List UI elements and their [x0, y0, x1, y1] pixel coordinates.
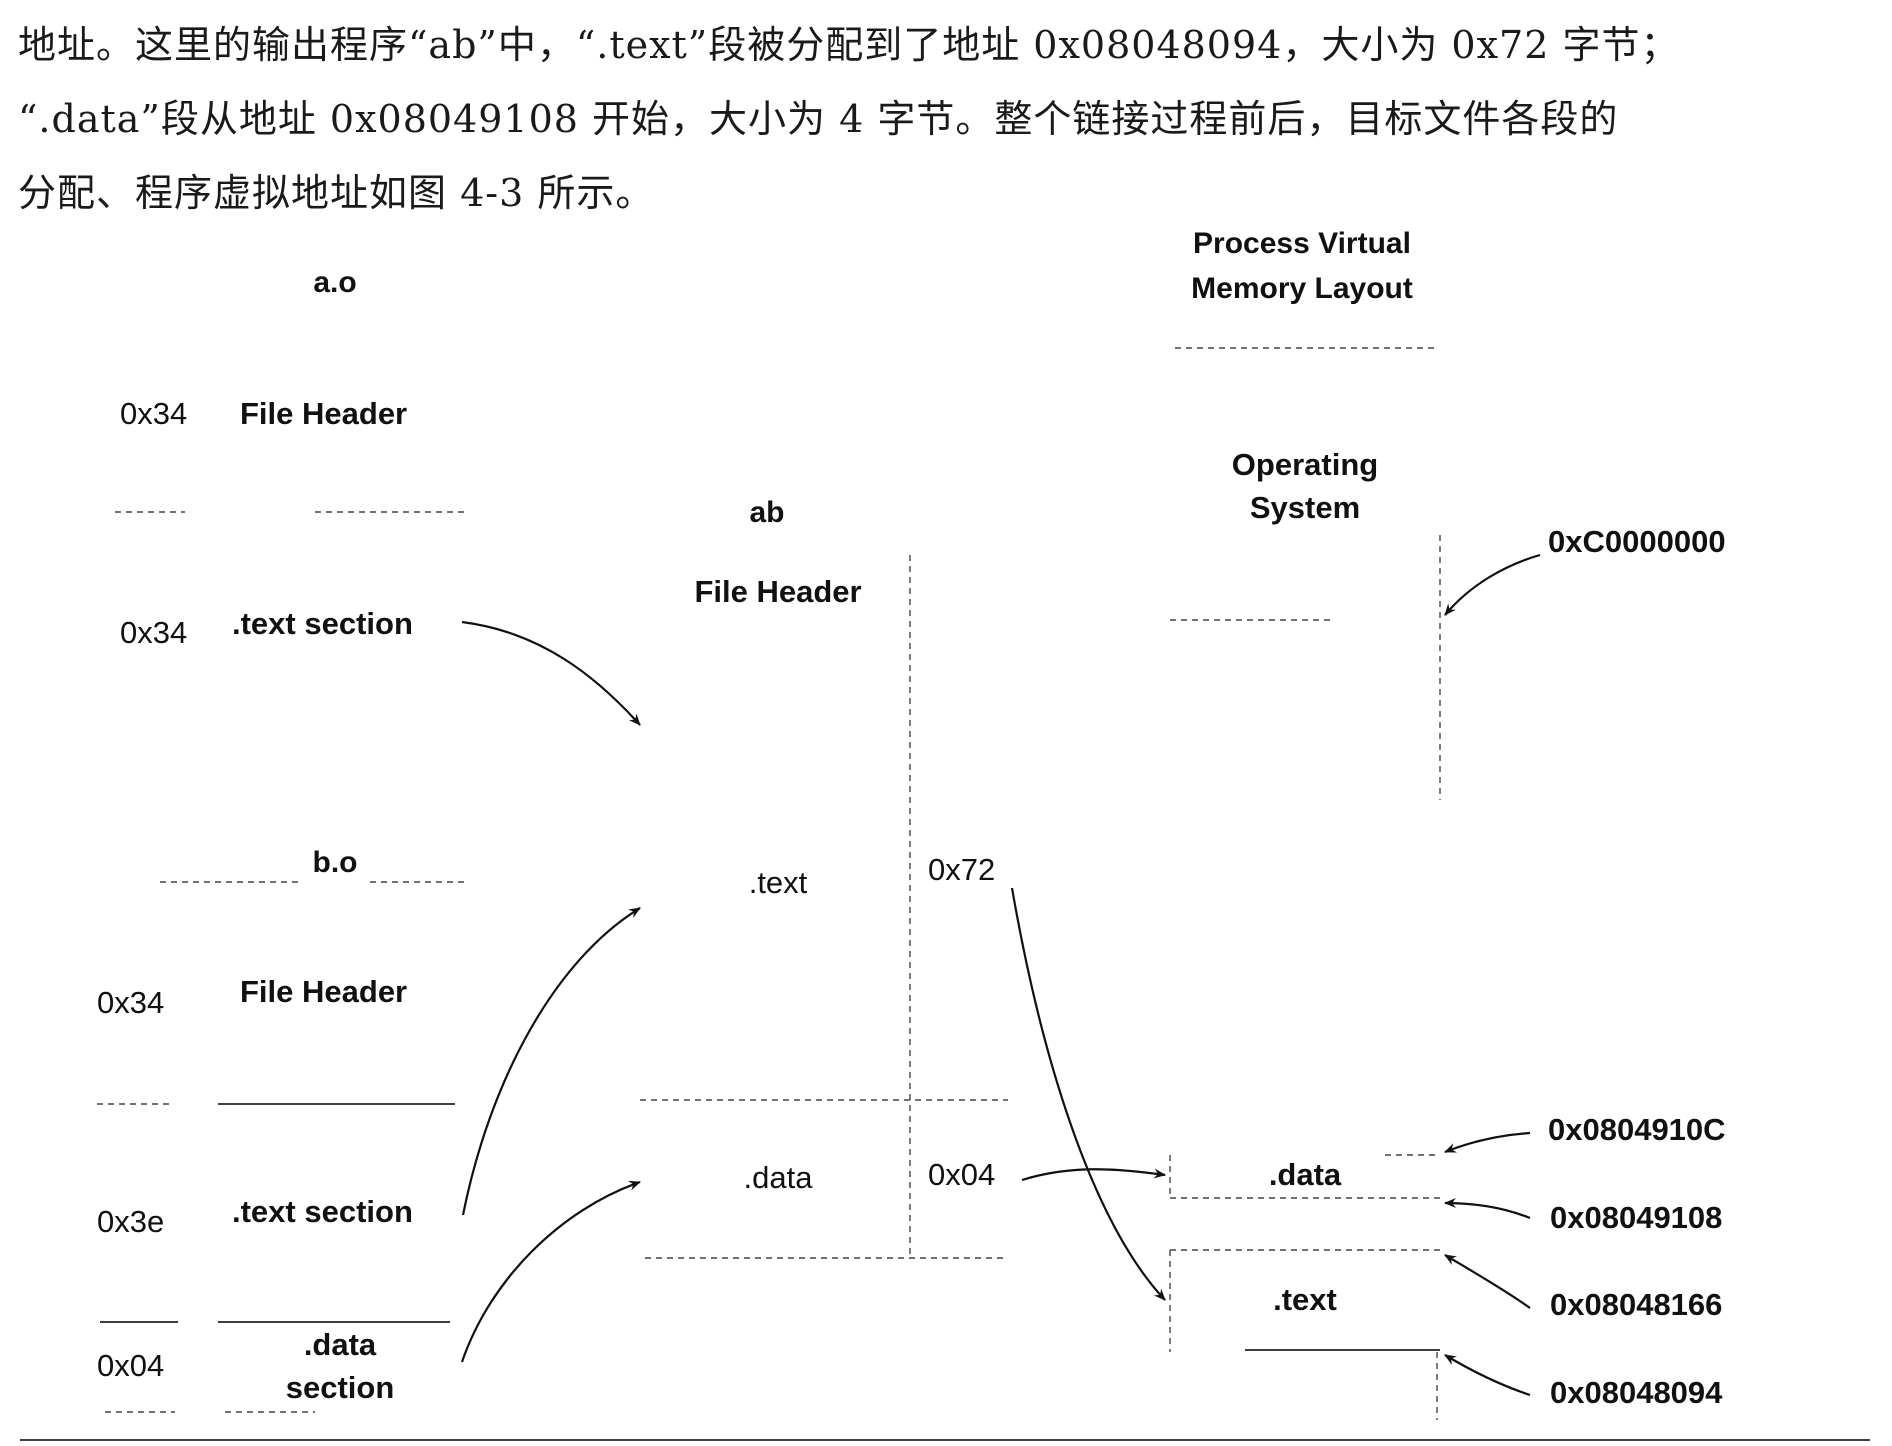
a-o-title: a.o: [313, 266, 356, 299]
vm-addr-os: 0xC0000000: [1548, 524, 1726, 559]
ab-data-size: 0x04: [928, 1157, 995, 1192]
b-o-header-label: File Header: [240, 974, 407, 1009]
b-o-title: b.o: [313, 846, 358, 879]
a-o-header-size: 0x34: [120, 396, 187, 431]
b-o-data-size: 0x04: [97, 1348, 164, 1383]
vm-os-line-1: Operating: [1232, 447, 1378, 482]
a-o-text-size: 0x34: [120, 615, 187, 650]
vm-addr-text-start: 0x08048094: [1550, 1375, 1723, 1410]
arrow-addr-data-start: [1444, 1198, 1531, 1220]
a-o-header-label: File Header: [240, 396, 407, 431]
ab-text-size: 0x72: [928, 852, 995, 887]
arrow-addr-text-end: [1444, 1254, 1531, 1309]
arrow-b-text-to-ab: [461, 907, 641, 1216]
arrow-a-text-to-ab: [461, 620, 641, 726]
vm-data-label: .data: [1269, 1157, 1342, 1192]
vm-text-label: .text: [1273, 1282, 1337, 1317]
paragraph-line-2: “.data”段从地址 0x08049108 开始，大小为 4 字节。整个链接过…: [18, 97, 1619, 141]
b-o-data-label-1: .data: [304, 1327, 377, 1362]
vm-title-line-1: Process Virtual: [1193, 227, 1411, 260]
arrows: [460, 553, 1541, 1397]
ab-title: ab: [749, 496, 784, 529]
paragraph-line-1: 地址。这里的输出程序“ab”中，“.text”段被分配到了地址 0x080480…: [18, 23, 1680, 67]
b-o-data-label-2: section: [286, 1370, 395, 1405]
b-o-file: b.o 0x34 File Header 0x3e .text section …: [97, 846, 465, 1413]
vm-os-line-2: System: [1250, 490, 1360, 525]
vm-addr-data-end: 0x0804910C: [1548, 1112, 1726, 1147]
arrow-ab-text-to-vm: [1010, 887, 1166, 1301]
arrow-ab-data-to-vm: [1021, 1168, 1166, 1182]
arrow-addr-text-start: [1444, 1354, 1531, 1397]
ab-file: ab File Header .text 0x72 .data 0x04: [640, 496, 1008, 1259]
intro-paragraph: 地址。这里的输出程序“ab”中，“.text”段被分配到了地址 0x080480…: [18, 8, 1868, 230]
a-o-file: a.o 0x34 File Header 0x34 .text section: [115, 266, 465, 650]
b-o-text-size: 0x3e: [97, 1204, 164, 1239]
a-o-text-label: .text section: [232, 606, 413, 641]
arrow-addr-data-end: [1444, 1131, 1531, 1154]
virtual-memory-layout: Process Virtual Memory Layout Operating …: [1169, 227, 1726, 1420]
ab-text-label: .text: [749, 865, 808, 900]
b-o-header-size: 0x34: [97, 985, 164, 1020]
ab-data-label: .data: [744, 1160, 814, 1195]
b-o-text-label: .text section: [232, 1194, 413, 1229]
vm-addr-data-start: 0x08049108: [1550, 1200, 1722, 1235]
arrow-addr-os: [1444, 553, 1541, 616]
ab-header-label: File Header: [694, 574, 861, 609]
paragraph-line-3: 分配、程序虚拟地址如图 4-3 所示。: [18, 171, 655, 215]
vm-addr-text-end: 0x08048166: [1550, 1287, 1722, 1322]
vm-title-line-2: Memory Layout: [1191, 272, 1413, 305]
arrow-b-data-to-ab: [460, 1180, 641, 1363]
